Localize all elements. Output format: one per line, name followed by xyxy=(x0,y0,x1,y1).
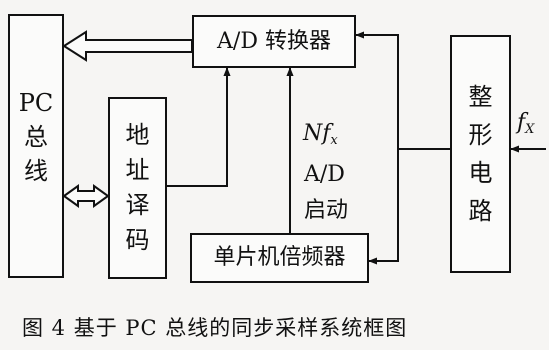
shaping-circuit-label: 整 形 电 路 xyxy=(468,83,493,225)
shaper-to-ad-line xyxy=(355,31,450,150)
figure-caption: 图 4 基于 PC 总线的同步采样系统框图 xyxy=(22,316,408,340)
ad-start-label-line1: A/D xyxy=(304,162,345,187)
fx-input-label: fX xyxy=(517,110,535,137)
decoder-to-ad-line xyxy=(167,67,231,187)
mcu-multiplier-block xyxy=(190,233,369,283)
ad-converter-block xyxy=(192,15,356,68)
shaper-to-multiplier-line xyxy=(368,149,399,265)
pc-bus-label: PC 总 线 xyxy=(18,89,54,185)
pc-bus-block xyxy=(8,14,64,278)
nfx-label: Nfx xyxy=(303,121,338,148)
mcu-multiplier-label: 单片机倍频器 xyxy=(213,245,346,270)
address-decoder-block xyxy=(108,97,167,279)
address-decoder-label: 地 址 译 码 xyxy=(125,121,150,254)
shaping-circuit-block xyxy=(450,35,511,273)
address-bus-arrow xyxy=(62,184,110,208)
ad-start-label-line2: 启动 xyxy=(304,198,349,223)
ad-converter-label: A/D 转换器 xyxy=(217,29,331,54)
data-bus-arrow xyxy=(62,30,193,62)
